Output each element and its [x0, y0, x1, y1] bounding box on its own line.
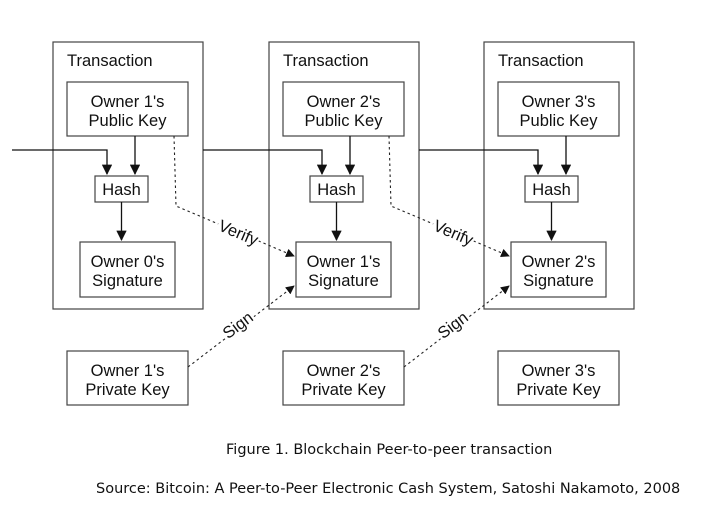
private-key-2: Owner 2's Private Key — [282, 350, 405, 406]
private-key-owner-label: Owner 2's — [307, 362, 381, 380]
public-key-label: Public Key — [89, 112, 168, 130]
public-key-label: Public Key — [520, 112, 599, 130]
signature-label: Signature — [308, 272, 379, 290]
transaction-title: Transaction — [283, 52, 369, 70]
signature-owner-label: Owner 0's — [91, 253, 165, 271]
private-key-box — [497, 350, 620, 406]
private-key-label: Private Key — [85, 381, 170, 399]
label-backdrop — [217, 306, 258, 343]
label-backdrop — [429, 215, 478, 250]
private-key-box — [66, 350, 189, 406]
hash-box — [309, 175, 364, 203]
transaction-block-1: Transaction Owner 1's Public Key Hash Ow… — [52, 41, 204, 310]
transaction-block-2: Transaction Owner 2's Public Key Hash Ow… — [268, 41, 420, 310]
signature-label: Signature — [523, 272, 594, 290]
hash-label: Hash — [532, 181, 571, 199]
label-backdrop — [214, 215, 263, 250]
private-key-owner-label: Owner 3's — [522, 362, 596, 380]
transaction-title: Transaction — [498, 52, 584, 70]
transaction-chain-diagram: Transaction Owner 1's Public Key Hash Ow… — [12, 41, 635, 406]
source-caption: Source: Bitcoin: A Peer-to-Peer Electron… — [96, 481, 681, 497]
verify-label: Verify — [431, 217, 477, 250]
private-key-label: Private Key — [516, 381, 601, 399]
chain-link-arrow — [419, 149, 544, 176]
signature-label: Signature — [92, 272, 163, 290]
public-key-owner-label: Owner 1's — [91, 93, 165, 111]
figure-caption: Figure 1. Blockchain Peer-to-peer transa… — [226, 442, 553, 458]
public-key-owner-label: Owner 2's — [307, 93, 381, 111]
hash-label: Hash — [317, 181, 356, 199]
label-backdrop — [432, 306, 473, 343]
public-key-label: Public Key — [305, 112, 384, 130]
public-key-box — [282, 81, 405, 137]
verify-label: Verify — [216, 217, 262, 250]
private-key-owner-label: Owner 1's — [91, 362, 165, 380]
transaction-block-3: Transaction Owner 3's Public Key Hash Ow… — [483, 41, 635, 310]
transaction-title: Transaction — [67, 52, 153, 70]
private-key-box — [282, 350, 405, 406]
chain-link-arrow — [203, 149, 328, 176]
signature-box — [295, 241, 392, 298]
signature-box — [510, 241, 607, 298]
signature-owner-label: Owner 1's — [307, 253, 381, 271]
public-key-box — [66, 81, 189, 137]
signature-owner-label: Owner 2's — [522, 253, 596, 271]
chain-input-arrow — [12, 149, 113, 176]
private-key-1: Owner 1's Private Key — [66, 350, 189, 406]
public-key-owner-label: Owner 3's — [522, 93, 596, 111]
private-key-label: Private Key — [301, 381, 386, 399]
private-key-3: Owner 3's Private Key — [497, 350, 620, 406]
hash-label: Hash — [102, 181, 141, 199]
public-key-box — [497, 81, 620, 137]
signature-box — [79, 241, 176, 298]
